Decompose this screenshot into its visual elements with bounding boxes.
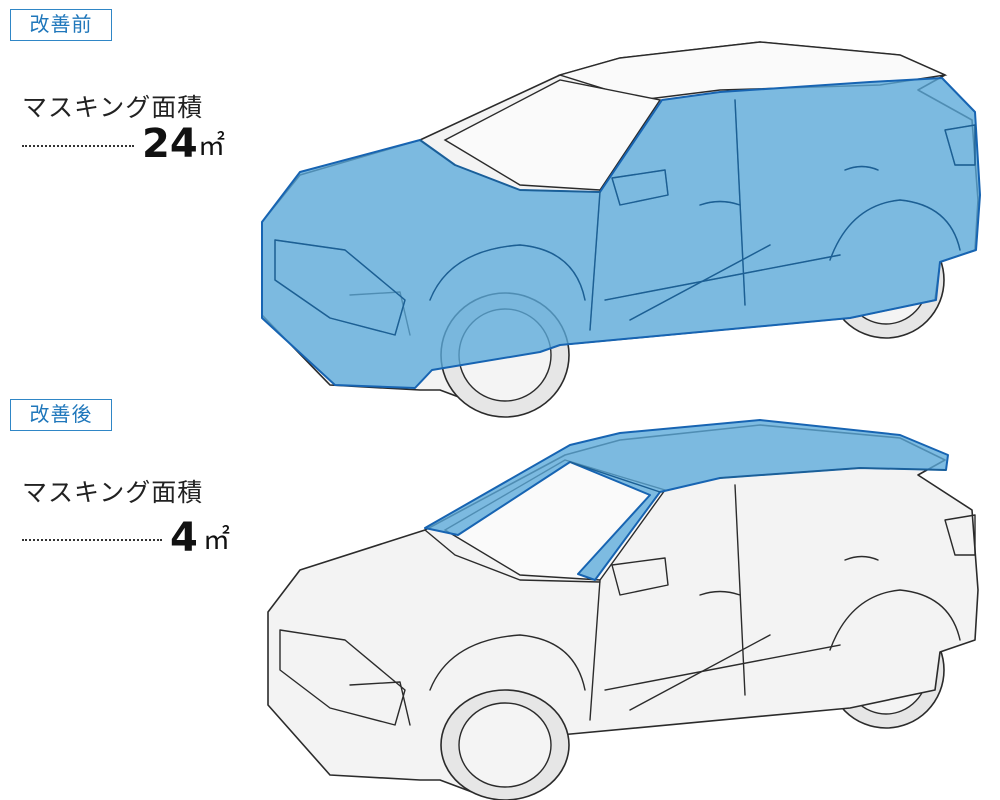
after-leader-dots (22, 539, 162, 541)
after-masking-area (424, 419, 949, 581)
before-masking-area-label: マスキング面積 (22, 93, 204, 122)
before-badge: 改善前 (10, 9, 112, 41)
after-masking-area-label: マスキング面積 (22, 478, 204, 507)
before-masking-area (261, 77, 981, 389)
after-badge: 改善後 (10, 399, 112, 431)
before-leader-dots (22, 145, 134, 147)
before-masking-area-value: 24 (142, 121, 198, 167)
after-masking-area-value: 4 (170, 515, 198, 561)
before-masking-area-unit: ㎡ (198, 131, 225, 162)
after-car-body (267, 424, 979, 800)
after-masking-area-unit: ㎡ (203, 525, 230, 556)
